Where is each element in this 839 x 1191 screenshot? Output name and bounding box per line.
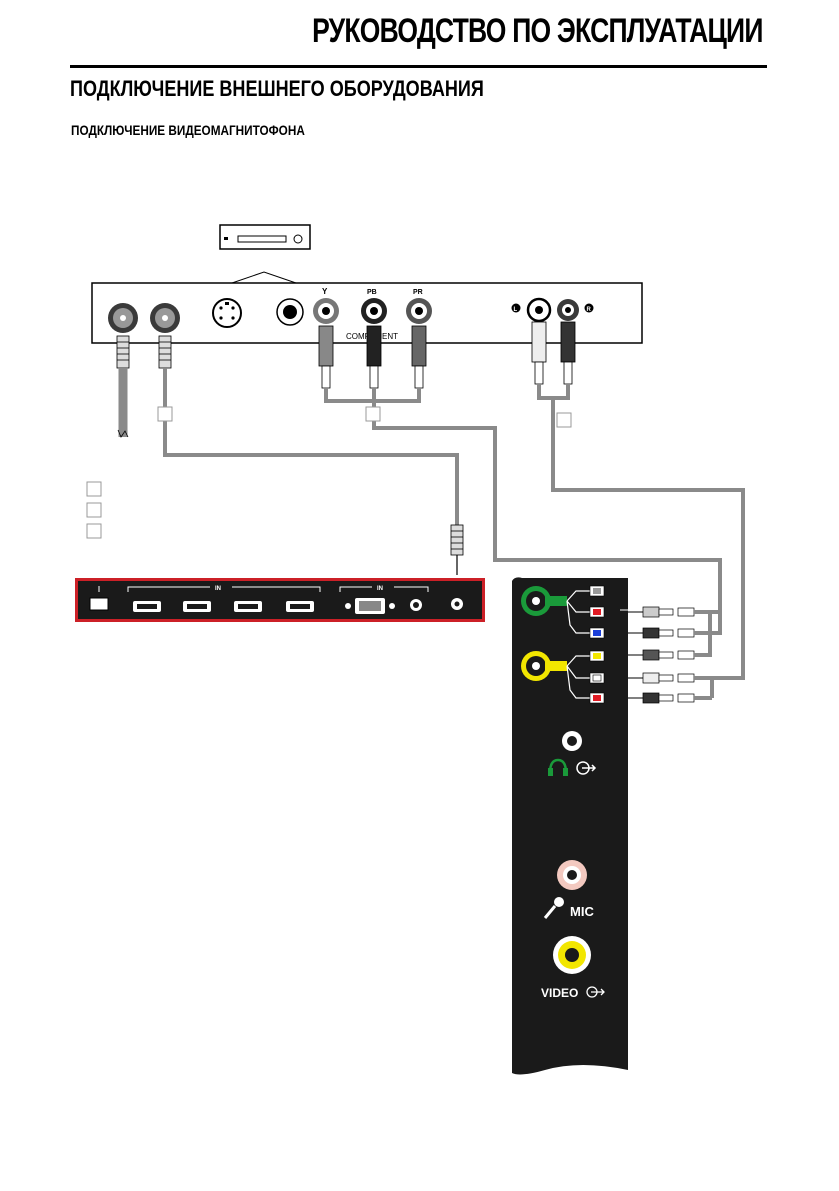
sub-title: ПОДКЛЮЧЕНИЕ ВИДЕОМАГНИТОФОНА (71, 122, 305, 138)
video-output-arrow-icon (586, 986, 605, 998)
arrow-up-icon (231, 271, 297, 284)
audio-left-jack (526, 297, 552, 323)
hdmi-port-4 (286, 601, 314, 612)
step-box-1 (157, 406, 173, 422)
tv-rear-panel: IN IN (75, 578, 485, 622)
legend-box-3 (86, 523, 102, 539)
label-pr: PR (413, 289, 423, 296)
component-in-port (521, 586, 567, 616)
pc-audio-jack (410, 599, 422, 611)
audio-left-label-icon: L (511, 303, 521, 313)
step-box-2 (365, 406, 381, 422)
hdmi-port-3 (234, 601, 262, 612)
headphone-icon (548, 758, 568, 776)
output-arrow-icon (576, 761, 597, 775)
vga-in-label: IN (377, 586, 383, 592)
s-video-jack (212, 298, 242, 328)
tv-side-panel: MIC VIDEO (512, 577, 628, 1075)
hdmi-port-1 (133, 601, 161, 612)
audio-right-jack (557, 299, 579, 321)
component-y-jack (313, 298, 339, 324)
side-plug-red-1 (589, 606, 605, 618)
mic-jack (557, 860, 587, 890)
hdmi-in-label: IN (215, 586, 221, 592)
side-plug-white (589, 672, 605, 684)
section-title: ПОДКЛЮЧЕНИЕ ВНЕШНЕГО ОБОРУДОВАНИЯ (70, 76, 484, 101)
rf-plug-tv (450, 524, 464, 575)
rf-plug-out (158, 335, 172, 369)
vcr-device-icon (219, 224, 311, 250)
legend-box-1 (86, 481, 102, 497)
hdmi-port-2 (183, 601, 211, 612)
rf-plug-in (116, 335, 130, 369)
rf-in-jack (108, 303, 138, 333)
mic-label: MIC (570, 904, 594, 919)
antenna-jack-tv (451, 598, 463, 610)
side-plug-yellow (589, 650, 605, 662)
audio-right-label-icon: R (584, 303, 594, 313)
label-y: Y (322, 287, 328, 296)
component-plugs (318, 325, 427, 389)
rf-out-jack (150, 303, 180, 333)
main-title: РУКОВОДСТВО ПО ЭКСПЛУАТАЦИИ (312, 12, 763, 50)
video-jack (276, 298, 304, 326)
video-label: VIDEO (541, 986, 578, 1000)
label-pb: PB (367, 289, 377, 296)
component-pr-jack (406, 298, 432, 324)
video-out-jack (553, 936, 591, 974)
side-plug-green (589, 585, 605, 597)
title-divider (70, 65, 767, 68)
side-plug-red-2 (589, 692, 605, 704)
vga-port (345, 598, 395, 614)
side-plug-blue (589, 627, 605, 639)
rca-plug-set-component (642, 606, 695, 661)
legend-box-2 (86, 502, 102, 518)
microphone-icon (543, 897, 564, 919)
rf-cable (163, 368, 459, 525)
component-pb-jack (361, 298, 387, 324)
step-box-3 (556, 412, 572, 428)
audio-plugs (531, 321, 576, 385)
headphone-jack (562, 731, 582, 751)
av-in-port (521, 651, 567, 681)
rca-plug-set-audio (642, 672, 695, 704)
svg-text:R: R (587, 307, 592, 313)
svg-text:L: L (514, 307, 518, 313)
